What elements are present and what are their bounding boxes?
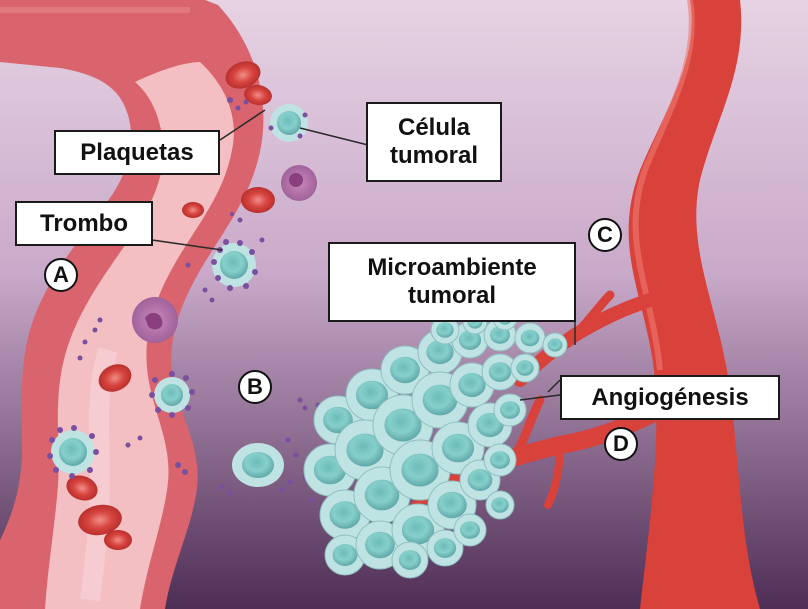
marker-b-text: B [247, 374, 263, 400]
marker-d: D [604, 427, 638, 461]
label-angiogenesis-text: Angiogénesis [591, 384, 748, 412]
tumor-cell-nucleus [490, 451, 510, 469]
tumor-cell-nucleus [500, 401, 520, 419]
label-plaquetas: Plaquetas [54, 130, 220, 175]
tumor-cell-nucleus [458, 373, 485, 397]
tumor-cell-nucleus [489, 362, 511, 382]
tumor-cell-nucleus [468, 469, 493, 491]
tumor-cell-nucleus [460, 521, 480, 539]
marker-b: B [238, 370, 272, 404]
tumor-cell-nucleus [399, 550, 421, 570]
tumor-cell-nucleus [333, 544, 358, 566]
label-microambiente-line2: tumoral [408, 282, 496, 310]
tumor-cell-nucleus [390, 357, 420, 383]
label-microambiente-tumoral: Microambiente tumoral [328, 242, 576, 322]
label-celula-tumoral-line2: tumoral [390, 142, 478, 170]
label-plaquetas-text: Plaquetas [80, 139, 193, 167]
tumor-cell-nucleus [365, 532, 395, 558]
tumor-cell-nucleus [437, 492, 467, 518]
label-celula-tumoral: Célula tumoral [366, 102, 502, 182]
tumor-cell-nucleus [548, 338, 563, 351]
tumor-cell-nucleus [516, 360, 533, 375]
marker-c: C [588, 218, 622, 252]
marker-a: A [44, 258, 78, 292]
label-microambiente-line1: Microambiente [367, 254, 536, 282]
tumor-cell-nucleus [436, 322, 453, 337]
marker-d-text: D [613, 431, 629, 457]
label-angiogenesis: Angiogénesis [560, 375, 780, 420]
label-celula-tumoral-line1: Célula [398, 114, 470, 142]
tumor-cell-nucleus [434, 538, 456, 558]
label-trombo-text: Trombo [40, 210, 128, 238]
tumor-cell-nucleus [401, 454, 438, 487]
tumor-cell-nucleus [521, 330, 540, 347]
tumor-cell-nucleus [442, 434, 474, 463]
marker-c-text: C [597, 222, 613, 248]
marker-a-text: A [53, 262, 69, 288]
tumor-cell-nucleus [491, 497, 508, 512]
label-trombo: Trombo [15, 201, 153, 246]
